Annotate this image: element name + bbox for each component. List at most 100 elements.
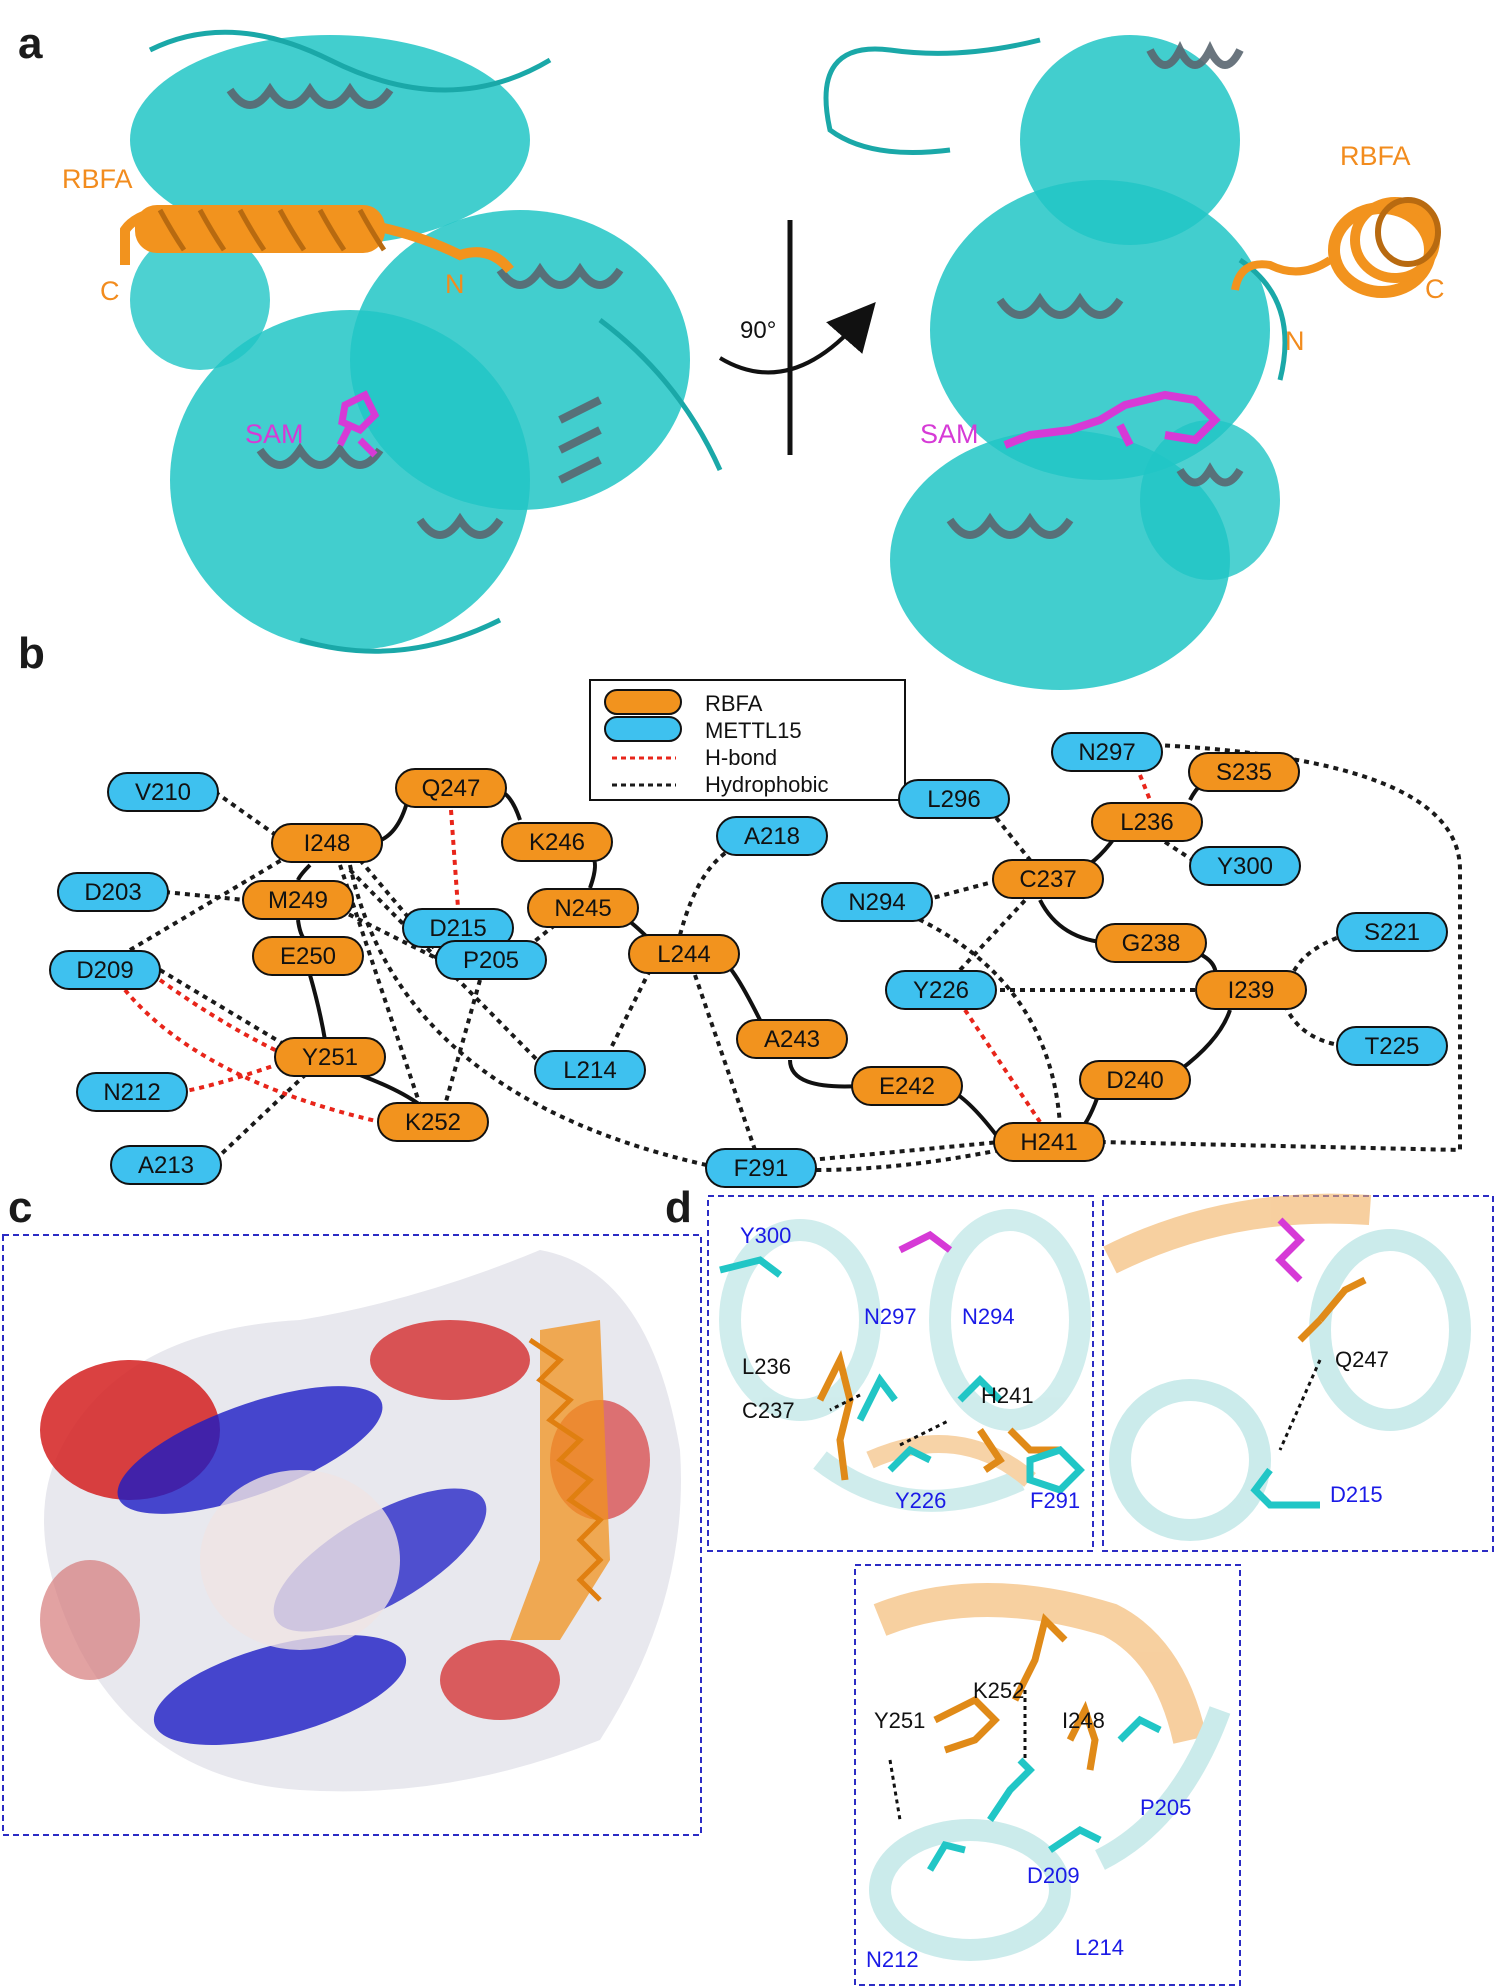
hydrophobic-N294-C237: [924, 878, 1001, 902]
residue-node-c237: C237: [992, 859, 1104, 899]
rbfa-label-right: RBFA: [1340, 141, 1411, 171]
hydrophobic-I239-T225: [1283, 1004, 1346, 1048]
residue-node-d209: D209: [49, 950, 161, 990]
legend: RBFA METTL15 H-bond Hydrophobic: [589, 679, 906, 801]
c-terminus-left: C: [100, 276, 120, 306]
residue-node-label: I248: [304, 830, 351, 857]
hydrophobic-I248-F291: [348, 864, 721, 1170]
residue-node-shape: [110, 1145, 222, 1185]
residue-node-shape: [992, 859, 1104, 899]
hydrophobic-F291-H241: [809, 1140, 1001, 1162]
residue-node-y226: Y226: [885, 970, 997, 1010]
residue-node-label: M249: [268, 887, 328, 914]
residue-node-shape: [628, 934, 740, 974]
backbone-I248-M249: [296, 863, 312, 881]
residue-node-shape: [49, 950, 161, 990]
residue-node-label: D215: [429, 915, 486, 942]
residue-node-l296: L296: [898, 779, 1010, 819]
hydrophobic-Y226-C237: [958, 893, 1032, 972]
residue-node-label: L236: [1120, 809, 1173, 836]
residue-node-shape: [377, 1102, 489, 1142]
residue-node-shape: [1079, 1060, 1191, 1100]
hbond-Q247-D215: [449, 809, 460, 909]
residue-node-label: S221: [1364, 919, 1420, 946]
residue-node-shape: [1336, 1026, 1448, 1066]
hbond-D209-K252: [123, 988, 381, 1124]
legend-mettl15-swatch: [604, 716, 682, 742]
legend-rbfa: RBFA: [705, 691, 763, 716]
residue-node-label: D203: [84, 879, 141, 906]
panel-label-a: a: [18, 19, 43, 68]
sam-label-right: SAM: [920, 419, 979, 449]
residue-node-shape: [993, 1122, 1105, 1162]
residue-node-label: I239: [1228, 977, 1275, 1004]
residue-node-m249: M249: [242, 880, 354, 920]
panel-label-c: c: [8, 1183, 32, 1232]
residue-node-label: Y226: [913, 977, 969, 1004]
n-terminus-right: N: [1285, 326, 1305, 356]
n-terminus-left: N: [445, 269, 465, 299]
residue-node-y251: Y251: [274, 1037, 386, 1077]
residue-node-label: D209: [76, 957, 133, 984]
residue-node-shape: [1095, 923, 1207, 963]
residue-node-label: T225: [1365, 1033, 1420, 1060]
residue-node-s235: S235: [1188, 752, 1300, 792]
sam-label-left: SAM: [245, 419, 304, 449]
rotation-label: 90°: [740, 317, 776, 344]
legend-rbfa-swatch: [604, 689, 682, 715]
residue-node-a213: A213: [110, 1145, 222, 1185]
residue-node-shape: [527, 888, 639, 928]
hydrophobic-L244-L214: [608, 969, 652, 1051]
residue-node-g238: G238: [1095, 923, 1207, 963]
residue-node-label: Y300: [1217, 853, 1273, 880]
residue-node-l236: L236: [1091, 802, 1203, 842]
residue-node-shape: [1195, 970, 1307, 1010]
panel-d-box-3-cartoon: [869, 1583, 1231, 1961]
residue-label-d209: D209: [1027, 1863, 1080, 1888]
hydrophobic-M249-P205: [339, 908, 441, 962]
residue-node-n212: N212: [76, 1072, 188, 1112]
residue-node-k252: K252: [377, 1102, 489, 1142]
residue-label-l236: L236: [742, 1354, 791, 1379]
residue-node-label: S235: [1216, 759, 1272, 786]
residue-node-shape: [395, 768, 507, 808]
hydrophobic-I239-S221: [1288, 933, 1346, 981]
hbond-Y226-H241: [963, 1008, 1042, 1124]
residue-node-label: L296: [927, 786, 980, 813]
panel-d-box-1-sticks: [719, 1230, 1085, 1495]
residue-node-shape: [57, 872, 169, 912]
residue-node-shape: [271, 823, 383, 863]
residue-node-h241: H241: [993, 1122, 1105, 1162]
residue-node-label: N297: [1078, 739, 1135, 766]
residue-label-y226: Y226: [895, 1488, 946, 1513]
backbone-E250-Y251: [308, 974, 327, 1041]
residue-node-shape: [705, 1148, 817, 1188]
residue-node-label: G238: [1122, 930, 1181, 957]
residue-node-label: K246: [529, 829, 585, 856]
residue-node-label: D240: [1106, 1067, 1163, 1094]
residue-label-h241: H241: [981, 1383, 1034, 1408]
residue-node-label: Q247: [422, 775, 481, 802]
residue-node-label: A213: [138, 1152, 194, 1179]
residue-node-y300: Y300: [1189, 846, 1301, 886]
residue-node-shape: [501, 822, 613, 862]
electrostatic-surface: [40, 1250, 681, 1792]
structure-left: [130, 29, 723, 654]
residue-node-shape: [252, 936, 364, 976]
legend-hbond: H-bond: [705, 745, 777, 770]
residue-node-label: E250: [280, 943, 336, 970]
panel-d-box-3-sticks: [888, 1613, 1162, 1872]
panel-d-box-2-sticks: [1250, 1217, 1367, 1509]
sam-ligand-left: [336, 390, 380, 458]
panel-label-b: b: [18, 629, 45, 678]
residue-node-label: E242: [879, 1073, 935, 1100]
residue-node-i239: I239: [1195, 970, 1307, 1010]
residue-node-shape: [274, 1037, 386, 1077]
residue-node-i248: I248: [271, 823, 383, 863]
structure-right: [823, 35, 1288, 690]
rbfa-helix-left: [120, 204, 514, 274]
hydrophobic-D209-Y251: [158, 968, 287, 1047]
residue-node-shape: [1091, 802, 1203, 842]
residue-node-shape: [1336, 912, 1448, 952]
residue-node-label: N212: [103, 1079, 160, 1106]
